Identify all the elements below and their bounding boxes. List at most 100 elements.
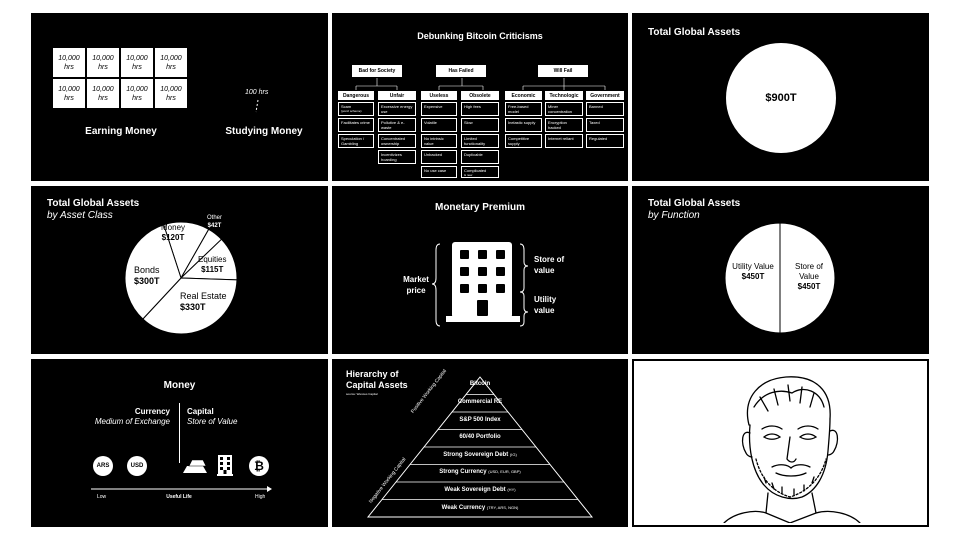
building-icon	[217, 455, 233, 476]
panel-subtitle: by Asset Class	[47, 210, 113, 221]
panel-title: Total Global Assets	[47, 198, 140, 209]
hours-cell: 10,000 hrs	[53, 79, 85, 108]
criticism-cell: Incentivizes hoarding	[378, 150, 416, 164]
hours-cell: 10,000 hrs	[155, 48, 187, 77]
pie-slice-store-of-value	[779, 222, 836, 334]
criticism-cell: Competitive supply	[505, 134, 542, 148]
criticism-cell: Unbacked	[421, 150, 457, 164]
group-will-fail: Will Fail	[538, 65, 588, 77]
tier-label: Commercial RE	[457, 399, 503, 405]
tier-label: S&P 500 Index	[459, 417, 501, 423]
slice-label-bonds: Bonds$300T	[134, 265, 160, 286]
utility-value-label: Utility value	[534, 295, 557, 315]
criticism-cell: Speculation / Gambling	[338, 134, 374, 148]
slice-label-equities: Equities$115T	[198, 255, 227, 274]
panel-title: Total Global Assets	[648, 198, 741, 209]
col-economic: Economic	[505, 91, 542, 100]
medium-label: Medium of Exchange	[94, 417, 170, 426]
ars-coin-icon: ARS	[93, 456, 113, 476]
store-label: Store of Value	[187, 417, 238, 426]
criticism-cell: No intrinsic value	[421, 134, 457, 148]
panel-portrait-sketch	[632, 359, 929, 527]
axis-low-label: Low	[97, 494, 107, 500]
criticism-cell: Inelastic supply	[505, 118, 542, 132]
asset-class-pie	[124, 221, 238, 335]
earning-money-label: Earning Money	[85, 126, 157, 137]
usd-coin-icon: USD	[127, 456, 147, 476]
tier-label: Strong Sovereign Debt (IG)	[443, 452, 517, 458]
criticism-cell: No use case	[421, 166, 457, 178]
criticism-cell: Internet reliant	[545, 134, 583, 148]
panel-monetary-premium: Monetary Premium Market price Store of v…	[332, 186, 628, 354]
criticism-cell: Banned	[586, 102, 624, 116]
hours-cell: 10,000 hrs	[121, 48, 153, 77]
function-pie	[724, 222, 836, 334]
panel-assets-by-function: Total Global Assets by Function Utility …	[632, 186, 929, 354]
store-of-value-label: Store of value	[534, 255, 565, 275]
tier-label: Weak Currency (TRY, ARS, NGN)	[441, 505, 519, 511]
hours-grid: 10,000 hrs 10,000 hrs 10,000 hrs 10,000 …	[53, 48, 187, 108]
tier-label: Weak Sovereign Debt (HY)	[444, 487, 516, 493]
slice-label-money: Money$120T	[161, 223, 186, 242]
bitcoin-icon: ₿	[249, 456, 269, 476]
panel-hierarchy-capital-assets: Hierarchy of Capital Assets source: Wenc…	[332, 359, 628, 527]
criticism-cell: High fees	[461, 102, 499, 116]
criticism-cell: Expensive	[421, 102, 457, 116]
pie-slice-real-estate	[142, 277, 238, 335]
axis-title: Useful Life	[166, 494, 192, 500]
criticism-cell: Complicated& new	[461, 166, 499, 178]
hours-cell: 10,000 hrs	[87, 79, 119, 108]
criticism-connectors	[355, 78, 606, 90]
building-brackets	[431, 243, 529, 327]
slice-label-utility: Utility Value$450T	[732, 262, 774, 281]
market-price-label: Market price	[403, 275, 429, 295]
portrait-sketch-image	[723, 376, 861, 523]
currency-label: Currency	[134, 407, 170, 416]
panel-title: Debunking Bitcoin Criticisms	[417, 31, 543, 41]
criticism-cell: Duplicable	[461, 150, 499, 164]
panel-debunking-criticisms: Debunking Bitcoin Criticisms Bad for Soc…	[332, 13, 628, 181]
pie-slice-bonds	[124, 224, 182, 320]
group-has-failed: Has Failed	[436, 65, 486, 77]
criticism-cell: Excessive energy use	[378, 102, 416, 116]
criticism-cell: Miner concentration	[545, 102, 583, 116]
criticism-cell: Pollutive & e-waste	[378, 118, 416, 132]
hours-cell: 10,000 hrs	[53, 48, 85, 77]
panel-earning-vs-studying: 10,000 hrs 10,000 hrs 10,000 hrs 10,000 …	[31, 13, 328, 181]
col-unfair: Unfair	[378, 91, 416, 100]
criticism-cell: Free-based model	[505, 102, 542, 116]
tier-label: Bitcoin	[469, 381, 491, 387]
global-assets-value: $900T	[765, 92, 797, 104]
criticism-cell: Slow	[461, 118, 499, 132]
pyramid	[366, 376, 594, 518]
criticism-cell: Encryption hacked	[545, 118, 583, 132]
panel-title: Total Global Assets	[648, 27, 741, 38]
gold-bars-icon	[183, 459, 207, 473]
criticism-cell: Limited functionality	[461, 134, 499, 148]
criticism-cell: Regulated	[586, 134, 624, 148]
criticism-cell: Taxed	[586, 118, 624, 132]
criticism-cell: Facilitates crime	[338, 118, 374, 132]
panel-title: Monetary Premium	[434, 202, 526, 213]
criticism-cell: Concentrated ownership	[378, 134, 416, 148]
panel-assets-by-class: Total Global Assets by Asset Class Money…	[31, 186, 328, 354]
tier-label: Strong Currency (USD, EUR, GBP)	[439, 469, 521, 475]
panel-title: Hierarchy of Capital Assets	[346, 369, 408, 390]
panel-total-global-assets: Total Global Assets $900T	[632, 13, 929, 181]
col-dangerous: Dangerous	[338, 91, 374, 100]
col-technologic: Technologic	[545, 91, 583, 100]
group-bad-for-society: Bad for Society	[352, 65, 402, 77]
col-useless: Useless	[421, 91, 457, 100]
criticism-cell: Scam(ponzi scheme)	[338, 102, 374, 116]
slice-label-store: Store of Value$450T	[794, 262, 823, 291]
panel-subtitle: by Function	[648, 210, 700, 221]
tier-label: 60/40 Portfolio	[459, 434, 501, 440]
panel-title: Money	[163, 380, 196, 391]
panel-source: source: Wences Capital	[346, 392, 378, 396]
axis-high-label: High	[255, 494, 266, 500]
slice-label-other: Other$42T	[207, 215, 223, 229]
hours-cell: 10,000 hrs	[155, 79, 187, 108]
col-obsolete: Obsolete	[461, 91, 499, 100]
slice-label-real-estate: Real Estate$330T	[180, 291, 227, 312]
divider	[179, 403, 180, 463]
